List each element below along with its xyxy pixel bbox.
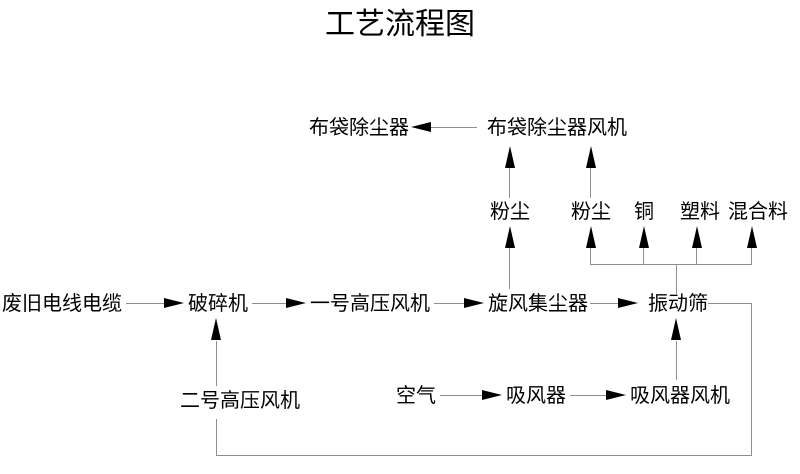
edge-dust2-to-bagfan-arrowhead-icon [586,146,596,168]
edge-suction-to-suctionfan-line [570,395,606,396]
edge-wastecable-to-crusher-line [126,303,164,304]
edge-bagfan-to-bagfilter-arrowhead-icon [411,122,431,132]
edge-screen-loop-right-line [708,303,752,304]
edge-cyclone-to-dust1-arrowhead-icon [505,226,515,248]
edge-screen-branch-stem-line [676,265,677,294]
edge-screen-to-plastic-arrowhead-icon [692,226,702,248]
edge-cyclone-to-screen-line [590,303,618,304]
node-copper: 铜 [634,199,654,223]
node-bag-filter: 布袋除尘器 [309,115,409,139]
edge-screen-branch-horizontal-line [591,264,752,265]
edge-loop-to-fan2-line [216,419,217,455]
node-crusher: 破碎机 [188,291,248,315]
edge-screen-to-copper-line [643,248,644,265]
edge-cyclone-to-dust1-line [509,248,510,289]
edge-fan2-to-crusher-line [216,341,217,386]
edge-air-to-suction-line [440,395,482,396]
edge-fan2-to-crusher-arrowhead-icon [211,318,221,340]
edge-fan1-to-cyclone-line [434,303,464,304]
edge-dust1-to-bagfan-arrowhead-icon [505,146,515,168]
edge-screen-to-plastic-line [696,248,697,265]
edge-screen-loop-down-line [751,303,752,456]
edge-crusher-to-fan1-arrowhead-icon [286,298,306,308]
edge-bagfan-to-bagfilter-line [431,127,477,128]
edge-suctionfan-to-screen-line [676,341,677,380]
node-dust-2: 粉尘 [571,199,611,223]
edge-dust2-to-bagfan-line [590,168,591,198]
node-fan2: 二号高压风机 [180,388,300,412]
node-plastic: 塑料 [680,199,720,223]
edge-suction-to-suctionfan-arrowhead-icon [606,390,626,400]
edge-screen-to-dust2-line [590,248,591,265]
edge-screen-to-copper-arrowhead-icon [639,226,649,248]
node-suction: 吸风器 [506,383,566,407]
edge-screen-loop-bottom-line [216,455,752,456]
node-suction-fan: 吸风器风机 [630,383,730,407]
edge-suctionfan-to-screen-arrowhead-icon [671,318,681,340]
edge-crusher-to-fan1-line [252,303,286,304]
edge-dust1-to-bagfan-line [509,168,510,198]
edge-screen-to-dust2-arrowhead-icon [586,226,596,248]
edge-screen-to-mixture-arrowhead-icon [747,226,757,248]
edge-screen-to-mixture-line [751,248,752,265]
node-cyclone: 旋风集尘器 [488,291,588,315]
node-air: 空气 [396,383,436,407]
edge-fan1-to-cyclone-arrowhead-icon [464,298,484,308]
edge-wastecable-to-crusher-arrowhead-icon [164,298,184,308]
node-bag-filter-fan: 布袋除尘器风机 [487,115,627,139]
node-waste-cable: 废旧电线电缆 [2,291,122,315]
node-mixture: 混合料 [728,199,788,223]
node-dust-1: 粉尘 [490,199,530,223]
diagram-title: 工艺流程图 [325,7,475,42]
edge-cyclone-to-screen-arrowhead-icon [618,298,638,308]
node-fan1: 一号高压风机 [310,291,430,315]
node-screen: 振动筛 [648,291,708,315]
edge-air-to-suction-arrowhead-icon [482,390,502,400]
